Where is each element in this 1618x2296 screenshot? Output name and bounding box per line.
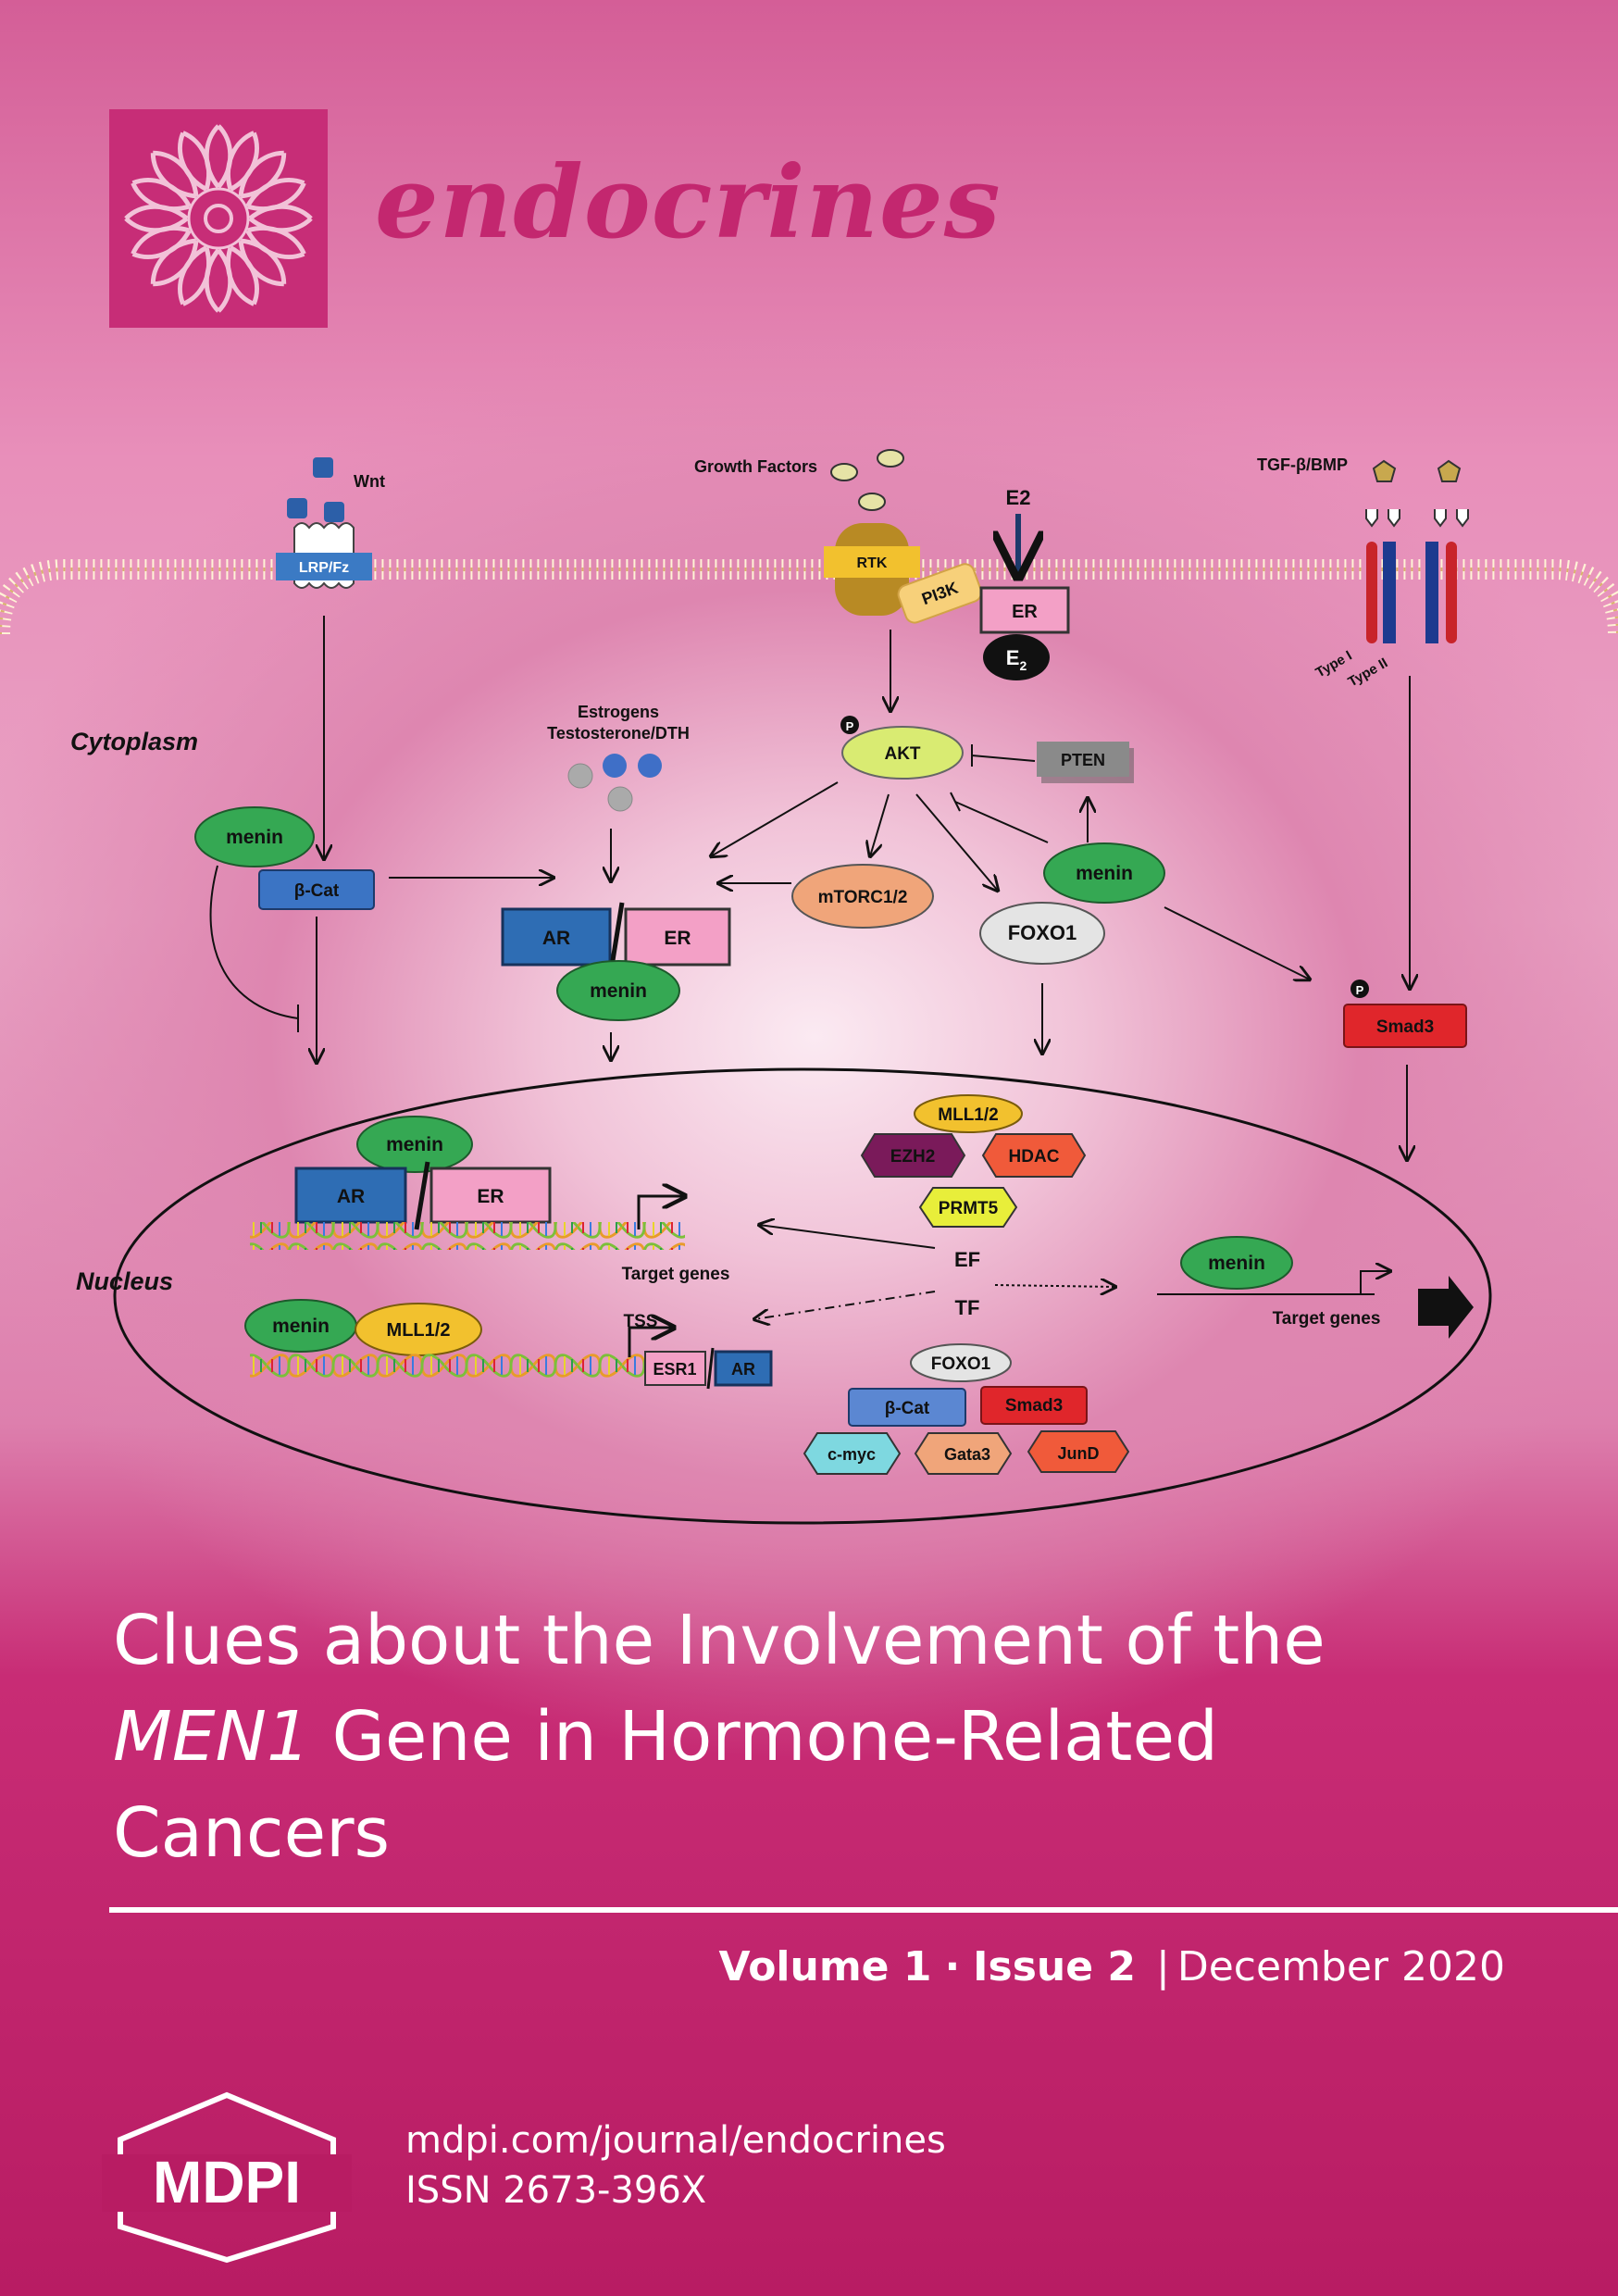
issue-date: December 2020 [1176,1943,1505,1990]
svg-text:Gata3: Gata3 [944,1445,990,1464]
pten-node: PTEN [1037,742,1134,783]
wnt-label: Wnt [354,472,385,491]
rtk-receptor: RTK [824,523,920,616]
issue-info: Volume 1 · Issue 2 |December 2020 [719,1940,1505,1995]
svg-text:HDAC: HDAC [1009,1147,1060,1167]
svg-text:menin: menin [272,1316,330,1337]
ef-label: EF [954,1248,980,1271]
svg-text:AKT: AKT [884,744,920,764]
title-divider [109,1907,1618,1913]
svg-text:AR: AR [337,1186,365,1207]
svg-text:FOXO1: FOXO1 [931,1354,991,1374]
pathway-arrows [209,616,1410,1160]
svg-text:menin: menin [386,1134,443,1155]
smad3-cytoplasm: Smad3 [1343,1004,1467,1048]
menin-target-genes-right: menin Target genes [1157,1236,1474,1339]
volume-label: Volume 1 [718,1943,932,1990]
men1-signaling-diagram: Cytoplasm Nucleus Wnt LRP/Fz Growth Fact… [0,449,1618,1525]
lrp-fz-receptor: LRP/Fz [276,522,372,589]
wnt-ligand [313,457,333,478]
svg-text:ER: ER [477,1186,504,1207]
growth-factors-label: Growth Factors [694,457,817,476]
journal-url-link[interactable]: mdpi.com/journal/endocrines [405,2119,946,2162]
svg-text:ESR1: ESR1 [653,1360,696,1379]
menin-ar-er-dna-complex: menin AR ER Target genes [250,1116,730,1284]
issue-separator: | [1156,1943,1170,1990]
hormones-label-2: Testosterone/DTH [547,724,690,742]
svg-text:LRP/Fz: LRP/Fz [299,560,349,576]
svg-text:RTK: RTK [857,555,888,571]
journal-name: endocrines [375,144,1002,261]
article-title-line1: Clues about the Involvement of the [113,1601,1326,1680]
nucleus-arrows [754,1225,1115,1319]
svg-text:EZH2: EZH2 [890,1147,936,1167]
nucleus-membrane [113,1067,1492,1525]
rosette-logo-icon [109,124,328,328]
article-title-gene: MEN1 [113,1697,311,1777]
svg-text:AR: AR [731,1360,755,1379]
cytoplasm-label: Cytoplasm [70,728,198,755]
svg-text:β-Cat: β-Cat [294,881,340,901]
menin-cytoplasm-left: menin [194,806,315,867]
ar-er-complex-cytoplasm: AR ER menin [501,902,731,1021]
svg-text:AR: AR [542,928,570,949]
hexagon-icon [118,2091,336,2264]
svg-text:ER: ER [664,928,691,949]
svg-text:FOXO1: FOXO1 [1008,921,1077,944]
svg-text:MLL1/2: MLL1/2 [387,1320,451,1341]
mtorc-node: mTORC1/2 [791,864,934,929]
svg-text:β-Cat: β-Cat [885,1399,930,1418]
svg-text:ER: ER [1012,602,1038,622]
pi3k-node: PI3K [897,563,983,624]
svg-text:mTORC1/2: mTORC1/2 [818,888,908,907]
beta-cat-node: β-Cat [258,869,375,910]
hormones-label-1: Estrogens [578,703,659,721]
epigenetic-factors: MLL1/2 EZH2 HDAC PRMT5 [860,1094,1087,1228]
svg-text:menin: menin [1076,863,1133,884]
transcription-factors: FOXO1 β-Cat Smad3 c-myc Gata3 JunD [803,1343,1130,1475]
svg-text:PRMT5: PRMT5 [939,1199,999,1218]
svg-text:c-myc: c-myc [828,1445,876,1464]
journal-logo [109,109,328,328]
issn-label: ISSN 2673-396X [405,2169,707,2212]
svg-text:menin: menin [226,827,283,848]
svg-text:E2: E2 [1006,646,1027,673]
svg-text:Target genes: Target genes [622,1265,730,1284]
svg-text:Smad3: Smad3 [1376,1017,1434,1037]
e2-label: E2 [1006,486,1031,509]
akt-node: AKT [841,726,964,780]
svg-text:PTEN: PTEN [1061,751,1105,769]
svg-text:MLL1/2: MLL1/2 [938,1105,998,1125]
menin-cytoplasm-right: menin [1043,842,1165,904]
foxo1-node: FOXO1 [979,902,1105,965]
tf-label: TF [955,1296,980,1319]
issue-label: Issue 2 [973,1943,1137,1990]
svg-text:menin: menin [590,980,647,1002]
svg-text:MDPI: MDPI [153,2149,301,2215]
tgf-receptors: Type I Type II [1313,509,1469,690]
svg-text:P: P [846,719,854,733]
tgf-label: TGF-β/BMP [1257,455,1348,474]
svg-text:P: P [1356,983,1364,997]
svg-text:Smad3: Smad3 [1005,1396,1063,1416]
mdpi-logo: MDPI [102,2091,352,2264]
article-title: Clues about the Involvement of the MEN1 … [113,1592,1557,1881]
footer-links: mdpi.com/journal/endocrines ISSN 2673-39… [405,2115,946,2215]
article-title-line2: Gene in Hormone-Related [310,1697,1218,1777]
svg-text:menin: menin [1208,1253,1265,1274]
svg-text:JunD: JunD [1058,1444,1100,1463]
menin-mll-esr1-complex: menin MLL1/2 TSS ESR1 AR [244,1299,773,1390]
nucleus-label: Nucleus [76,1267,173,1295]
svg-text:Target genes: Target genes [1273,1309,1381,1329]
issue-dot: · [944,1943,961,1990]
er-membrane-receptor: ER E2 [979,586,1070,680]
article-title-line3: Cancers [113,1793,391,1873]
